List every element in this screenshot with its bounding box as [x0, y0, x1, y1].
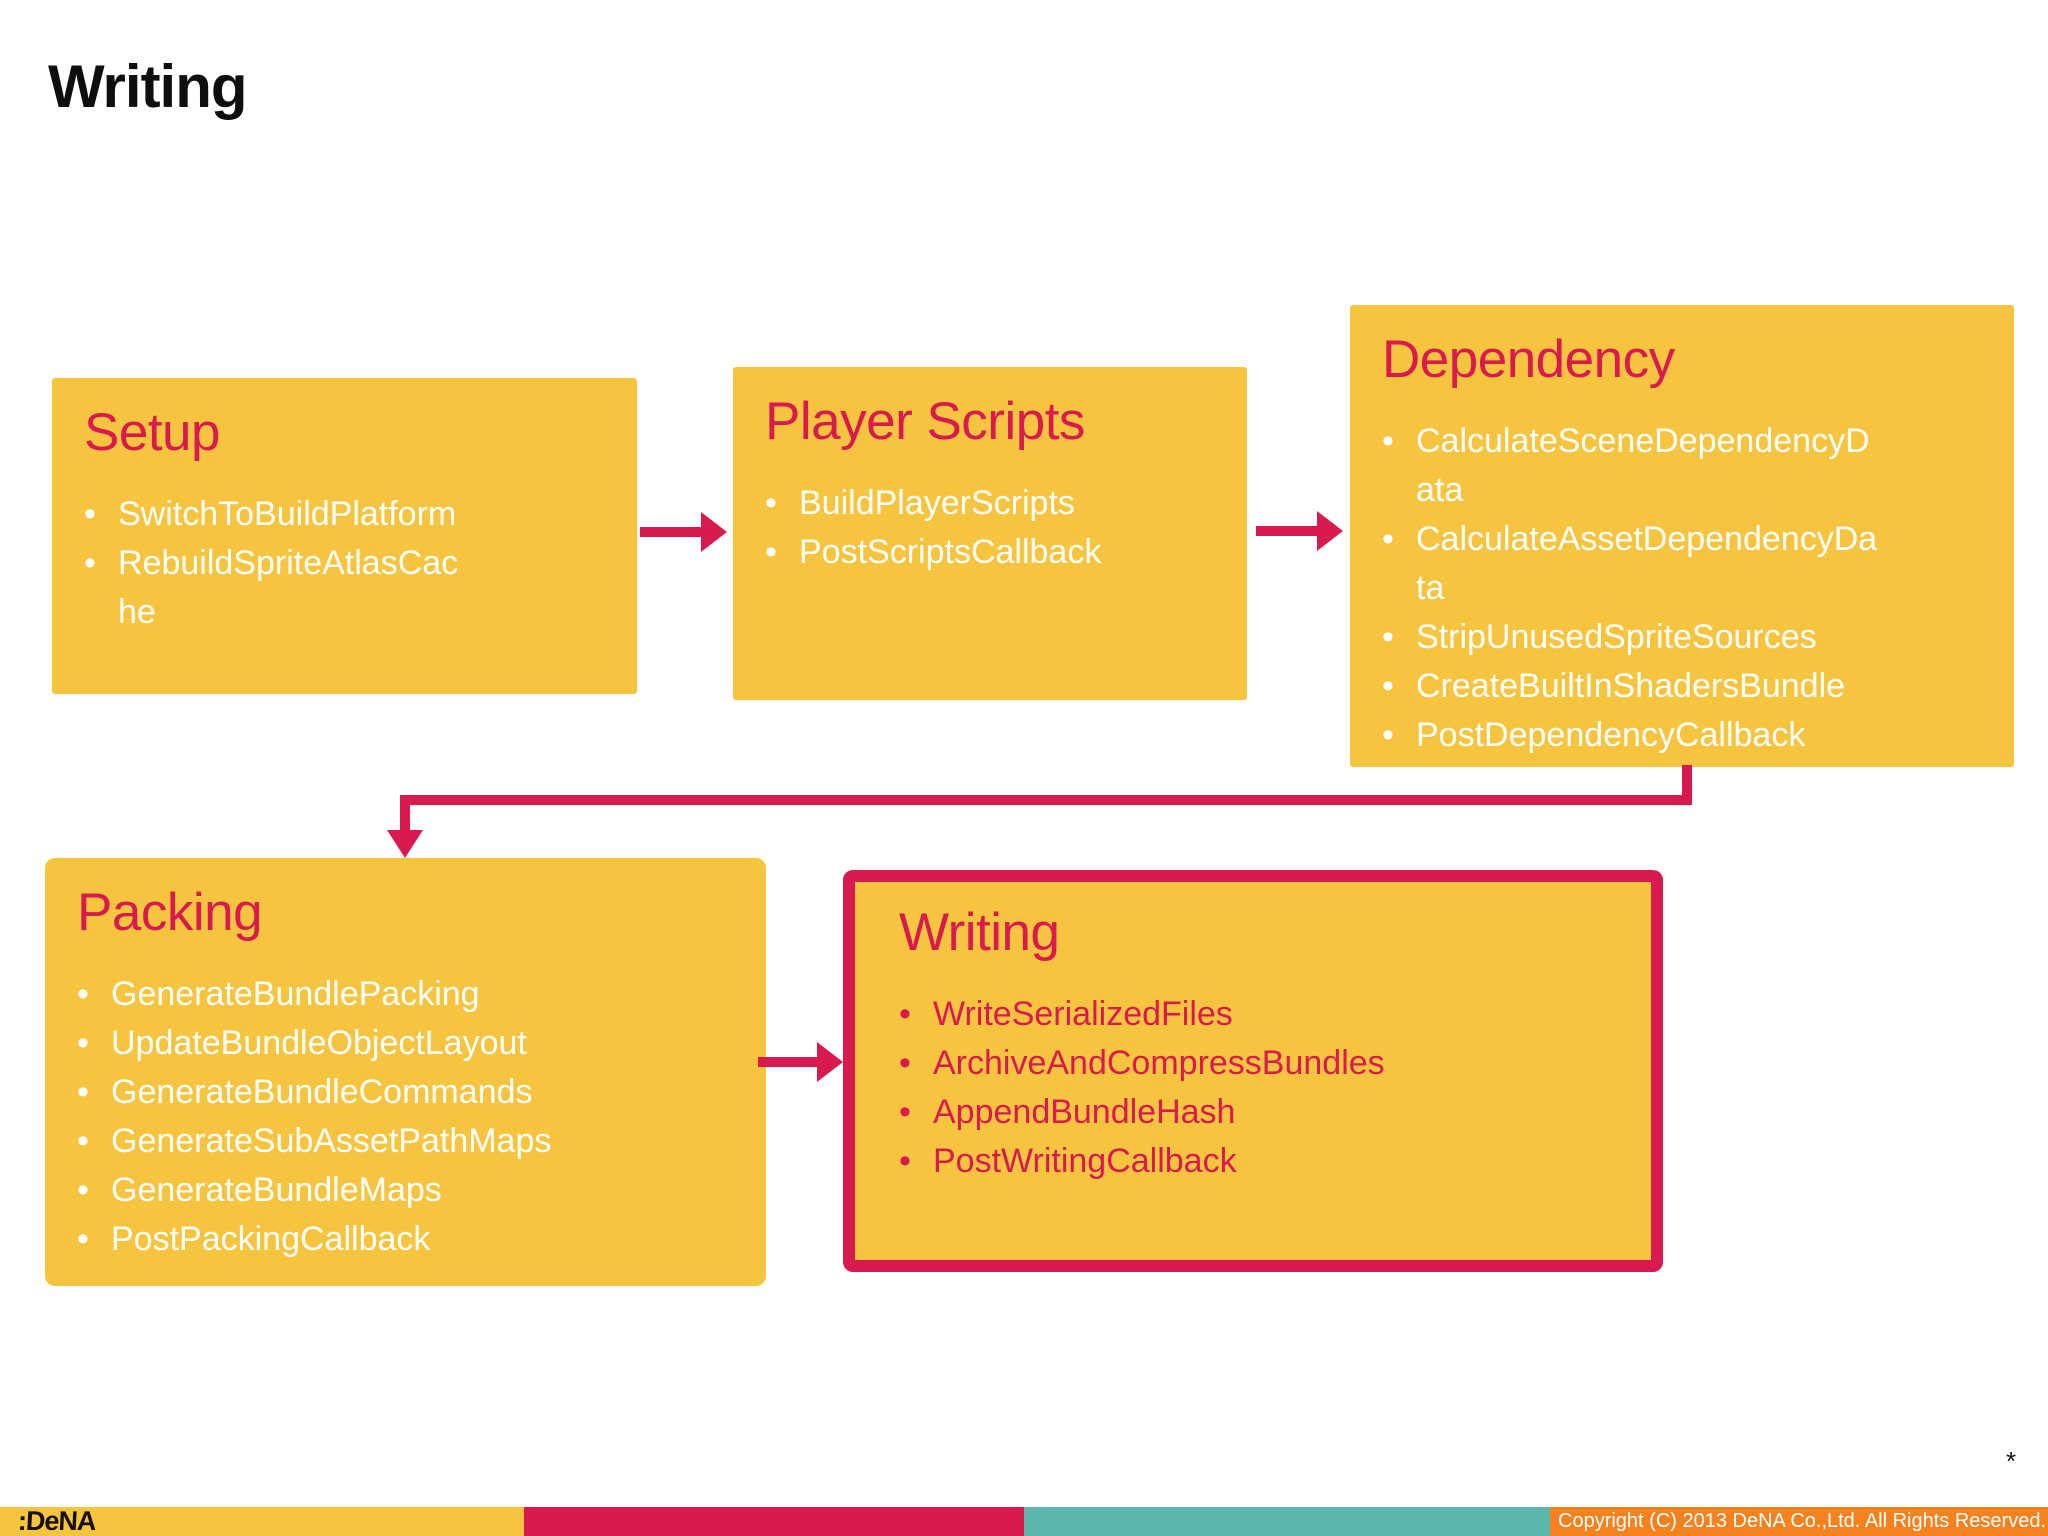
- bullet-text: GenerateBundleMaps: [111, 1171, 442, 1210]
- box-dependency-bullet-list: • CalculateSceneDependencyData • CalculateA…: [1382, 417, 1996, 760]
- bullet-item: • WriteSerializedFiles: [899, 990, 1633, 1039]
- arrow-down-icon: [387, 830, 423, 858]
- connector-horizontal-segment: [400, 795, 1692, 805]
- bullet-marker-icon: •: [77, 1073, 89, 1112]
- bullet-marker-icon: •: [1382, 422, 1394, 461]
- bullet-text: WriteSerializedFiles: [933, 995, 1233, 1034]
- footer-bar: :DeNA Copyright (C) 2013 DeNA Co.,Ltd. A…: [0, 1506, 2048, 1536]
- footer-segment-yellow: :DeNA: [0, 1506, 524, 1536]
- bullet-text: AppendBundleHash: [933, 1093, 1236, 1132]
- arrow-shaft: [640, 527, 702, 537]
- bullet-item: • GenerateBundleMaps: [77, 1166, 748, 1215]
- arrow-right-icon: [817, 1042, 843, 1082]
- arrow-shaft: [758, 1057, 818, 1067]
- box-packing-title: Packing: [77, 883, 263, 942]
- bullet-marker-icon: •: [1382, 618, 1394, 657]
- box-setup-bullet-list: • SwitchToBuildPlatform • RebuildSpriteAtla…: [84, 490, 619, 637]
- bullet-text: BuildPlayerScripts: [799, 484, 1075, 523]
- bullet-marker-icon: •: [765, 484, 777, 523]
- bullet-text: UpdateBundleObjectLayout: [111, 1024, 527, 1063]
- arrow-shaft: [1256, 526, 1318, 536]
- bullet-text: GenerateBundlePacking: [111, 975, 480, 1014]
- bullet-text: PostPackingCallback: [111, 1220, 431, 1259]
- arrow-right-icon: [701, 512, 727, 552]
- bullet-text: PostDependencyCallback: [1416, 715, 1806, 754]
- bullet-item: • UpdateBundleObjectLayout: [77, 1019, 748, 1068]
- bullet-item: • GenerateBundleCommands: [77, 1068, 748, 1117]
- footer-segment-crimson: [524, 1507, 1024, 1536]
- box-writing-highlighted: Writing • WriteSerializedFiles • ArchiveAnd…: [843, 870, 1663, 1272]
- box-writing-title: Writing: [899, 903, 1060, 962]
- bullet-marker-icon: •: [1382, 715, 1394, 754]
- bullet-text: GenerateBundleCommands: [111, 1073, 533, 1112]
- bullet-marker-icon: •: [77, 1024, 89, 1063]
- footnote-asterisk: *: [2006, 1446, 2017, 1476]
- box-setup-title: Setup: [84, 403, 221, 462]
- footer-segment-orange: Copyright (C) 2013 DeNA Co.,Ltd. All Rig…: [1550, 1507, 2048, 1536]
- bullet-marker-icon: •: [84, 544, 96, 583]
- bullet-text: GenerateSubAssetPathMaps: [111, 1122, 552, 1161]
- bullet-text: StripUnusedSpriteSources: [1416, 618, 1817, 657]
- footer-segment-teal: [1024, 1507, 1550, 1536]
- bullet-marker-icon: •: [899, 1044, 911, 1083]
- copyright-text: Copyright (C) 2013 DeNA Co.,Ltd. All Rig…: [1558, 1510, 2046, 1532]
- bullet-item: • PostWritingCallback: [899, 1137, 1633, 1186]
- box-setup: Setup • SwitchToBuildPlatform • RebuildSpri…: [52, 378, 637, 694]
- box-dependency-title: Dependency: [1382, 330, 1675, 389]
- bullet-item: • CalculateSceneDependencyData: [1382, 417, 1996, 515]
- bullet-item: • GenerateSubAssetPathMaps: [77, 1117, 748, 1166]
- bullet-item: • AppendBundleHash: [899, 1088, 1633, 1137]
- dena-logo: :DeNA: [17, 1506, 97, 1536]
- bullet-item: • CreateBuiltInShadersBundle: [1382, 662, 1996, 711]
- connector-vertical-segment: [1682, 765, 1692, 805]
- bullet-marker-icon: •: [77, 975, 89, 1014]
- box-packing: Packing • GenerateBundlePacking • UpdateBun…: [45, 858, 766, 1286]
- bullet-item: • ArchiveAndCompressBundles: [899, 1039, 1633, 1088]
- bullet-item: • SwitchToBuildPlatform: [84, 490, 619, 539]
- bullet-item: • BuildPlayerScripts: [765, 479, 1229, 528]
- bullet-text: CreateBuiltInShadersBundle: [1416, 667, 1846, 706]
- box-writing-bullet-list: • WriteSerializedFiles • ArchiveAndCompress…: [899, 990, 1633, 1186]
- bullet-marker-icon: •: [77, 1122, 89, 1161]
- box-player-scripts-bullet-list: • BuildPlayerScripts • PostScriptsCallback: [765, 479, 1229, 577]
- bullet-item: • PostScriptsCallback: [765, 528, 1229, 577]
- bullet-text: PostWritingCallback: [933, 1142, 1237, 1181]
- bullet-item: • RebuildSpriteAtlasCache: [84, 539, 619, 637]
- bullet-item: • CalculateAssetDependencyData: [1382, 515, 1996, 613]
- box-dependency: Dependency • CalculateSceneDependencyData…: [1350, 305, 2014, 767]
- box-packing-bullet-list: • GenerateBundlePacking • UpdateBundleObjec…: [77, 970, 748, 1264]
- bullet-marker-icon: •: [77, 1220, 89, 1259]
- bullet-text: ArchiveAndCompressBundles: [933, 1044, 1385, 1083]
- connector-vertical-segment: [400, 805, 410, 832]
- bullet-marker-icon: •: [899, 1093, 911, 1132]
- bullet-marker-icon: •: [1382, 520, 1394, 559]
- bullet-text: CalculateSceneDependencyData: [1416, 422, 1870, 510]
- bullet-marker-icon: •: [1382, 667, 1394, 706]
- bullet-marker-icon: •: [84, 495, 96, 534]
- bullet-text: RebuildSpriteAtlasCache: [118, 544, 459, 632]
- bullet-text: SwitchToBuildPlatform: [118, 495, 457, 534]
- bullet-marker-icon: •: [77, 1171, 89, 1210]
- box-player-scripts-title: Player Scripts: [765, 392, 1085, 451]
- bullet-item: • GenerateBundlePacking: [77, 970, 748, 1019]
- slide-title: Writing: [48, 53, 248, 120]
- bullet-marker-icon: •: [765, 533, 777, 572]
- bullet-item: • StripUnusedSpriteSources: [1382, 613, 1996, 662]
- arrow-right-icon: [1317, 511, 1343, 551]
- bullet-item: • PostPackingCallback: [77, 1215, 748, 1264]
- bullet-text: CalculateAssetDependencyData: [1416, 520, 1878, 608]
- bullet-marker-icon: •: [899, 995, 911, 1034]
- box-player-scripts: Player Scripts • BuildPlayerScripts • PostS…: [733, 367, 1247, 700]
- bullet-text: PostScriptsCallback: [799, 533, 1102, 572]
- bullet-item: • PostDependencyCallback: [1382, 711, 1996, 760]
- bullet-marker-icon: •: [899, 1142, 911, 1181]
